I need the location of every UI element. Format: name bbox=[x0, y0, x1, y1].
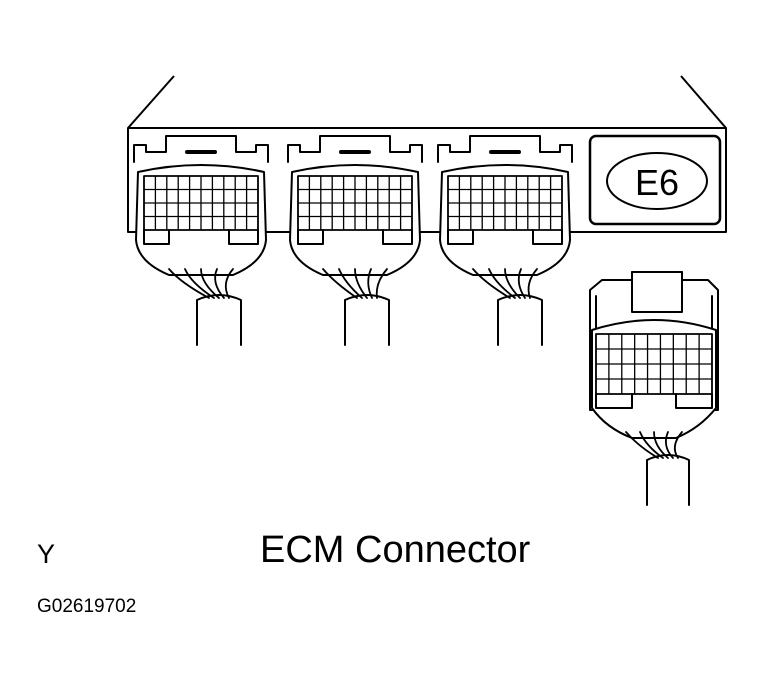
e6-plug-connector bbox=[589, 271, 719, 506]
e6-socket: E6 bbox=[588, 134, 722, 226]
socket-keys bbox=[447, 229, 563, 245]
cable bbox=[196, 294, 242, 346]
socket-keys bbox=[297, 229, 413, 245]
plug-latch bbox=[631, 271, 683, 313]
ecm-socket-2 bbox=[287, 135, 423, 346]
socket-keys bbox=[143, 229, 259, 245]
ecm-housing bbox=[127, 75, 727, 233]
wire bbox=[472, 268, 511, 299]
e6-badge-text: E6 bbox=[635, 162, 679, 203]
socket-latch bbox=[133, 135, 269, 163]
socket-latch bbox=[437, 135, 573, 163]
diagram-title: ECM Connector bbox=[260, 529, 531, 571]
corner-letter: Y bbox=[37, 539, 55, 569]
wire bbox=[168, 268, 210, 299]
ecm-socket-3 bbox=[437, 135, 573, 346]
ecm-socket-1 bbox=[133, 135, 269, 346]
plug-cable bbox=[646, 454, 690, 506]
socket-latch bbox=[287, 135, 423, 163]
cable bbox=[344, 294, 390, 346]
wire bbox=[322, 268, 358, 299]
figure-code: G02619702 bbox=[37, 596, 136, 617]
cable bbox=[497, 294, 543, 346]
plug-keys bbox=[595, 393, 713, 409]
